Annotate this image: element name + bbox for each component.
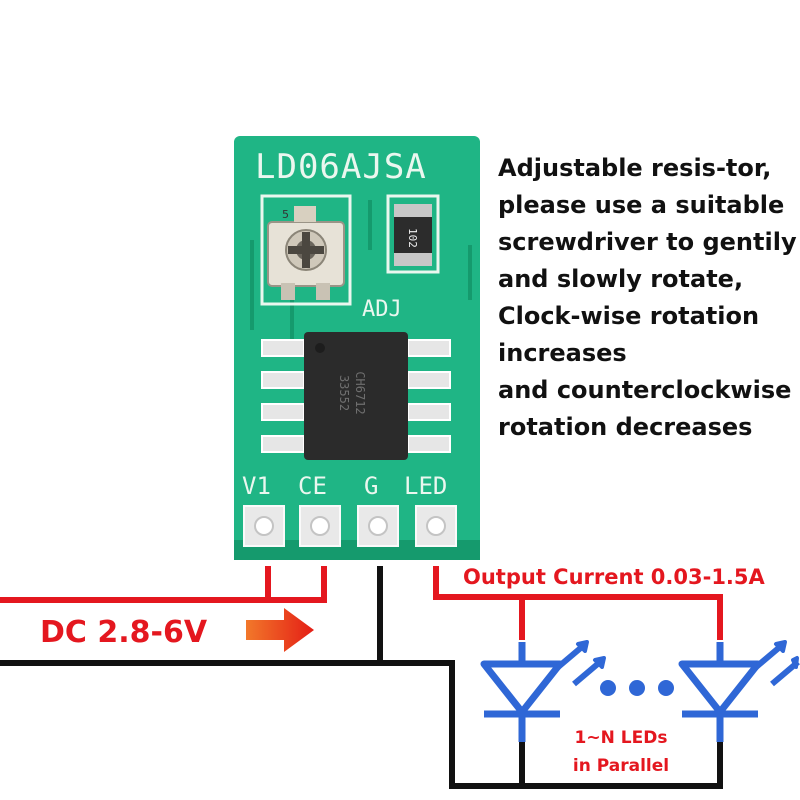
ic-chip: CH6712 33552 bbox=[261, 332, 451, 460]
pin-label-g: G bbox=[364, 472, 378, 500]
pin-label-led: LED bbox=[404, 472, 447, 500]
instruction-line: Clock-wise rotation bbox=[498, 302, 760, 330]
led-label-line-2: in Parallel bbox=[573, 756, 669, 776]
solder-pads bbox=[243, 505, 457, 547]
pad-led bbox=[415, 505, 457, 547]
instruction-line: rotation decreases bbox=[498, 413, 753, 441]
adjustment-instructions: Adjustable resis-tor, please use a suita… bbox=[498, 150, 798, 446]
led-right-icon bbox=[678, 640, 800, 742]
instruction-line: and slowly rotate, bbox=[498, 265, 744, 293]
pin-label-v1: V1 bbox=[242, 472, 271, 500]
pot-mark: 5 bbox=[282, 208, 289, 221]
ellipsis-dots-icon bbox=[600, 680, 674, 696]
input-positive-wire bbox=[0, 566, 327, 603]
pcb-trace bbox=[250, 200, 472, 340]
led-left-icon bbox=[480, 640, 606, 742]
ld06ajsa-module: LD06AJSA 5 102 ADJ bbox=[234, 136, 480, 560]
output-wire bbox=[433, 566, 723, 640]
instruction-line: screwdriver to gentily bbox=[498, 228, 797, 256]
ground-wire bbox=[0, 566, 723, 789]
resistor-code: 102 bbox=[406, 228, 419, 248]
input-arrow-icon bbox=[246, 608, 314, 652]
instruction-line: please use a suitable bbox=[498, 191, 785, 219]
led-label-line-1: 1~N LEDs bbox=[575, 728, 668, 748]
model-label: LD06AJSA bbox=[255, 147, 427, 187]
input-voltage-label: DC 2.8-6V bbox=[40, 615, 208, 650]
instruction-line: increases bbox=[498, 339, 627, 367]
pad-g bbox=[357, 505, 399, 547]
adj-label: ADJ bbox=[362, 297, 402, 322]
chip-line-2: 33552 bbox=[337, 375, 351, 411]
output-current-label: Output Current 0.03-1.5A bbox=[463, 565, 766, 589]
pin-label-ce: CE bbox=[298, 472, 327, 500]
resistor-102: 102 bbox=[386, 194, 440, 274]
instruction-line: Adjustable resis-tor, bbox=[498, 154, 772, 182]
chip-line-1: CH6712 bbox=[353, 371, 367, 414]
potentiometer[interactable]: 5 bbox=[260, 194, 352, 306]
instruction-line: and counterclockwise bbox=[498, 376, 792, 404]
